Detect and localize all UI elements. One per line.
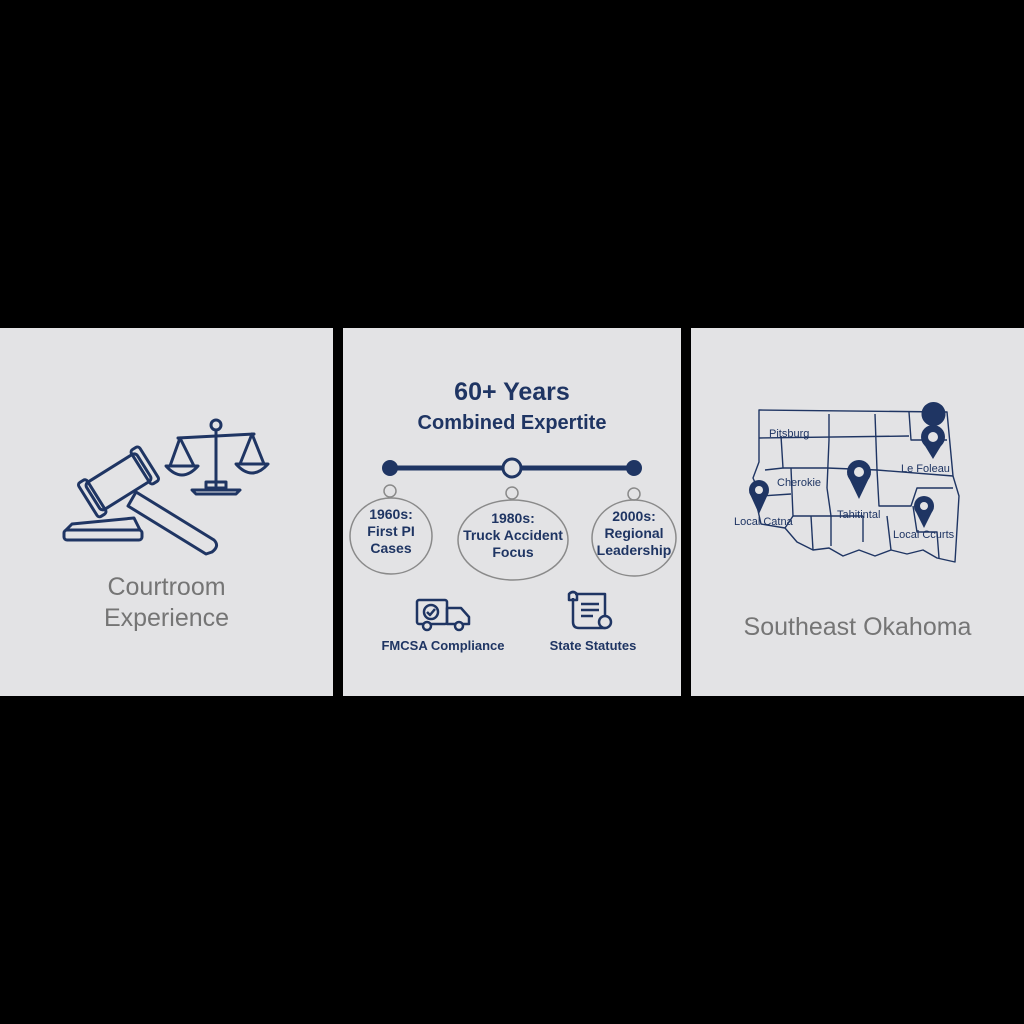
- timeline-dot-end: [626, 460, 642, 476]
- truck-check-icon: [415, 598, 471, 632]
- region-caption: Southeast Okahoma: [743, 613, 972, 641]
- milestone-1980s: 1980s: Truck Accident Focus: [453, 510, 573, 561]
- milestone-1960s: 1960s: First PI Cases: [343, 506, 441, 557]
- location-pin-icon: [847, 460, 871, 499]
- gavel-scales-illustration: [62, 418, 270, 556]
- map-label-local-ccurts: Local Ccurts: [893, 529, 955, 541]
- map-label-pitsburg: Pitsburg: [769, 428, 810, 440]
- milestone-1-line1: 1960s:: [369, 506, 413, 522]
- location-pin-icons: [749, 402, 946, 528]
- milestone-3-line1: 2000s:: [612, 508, 656, 524]
- location-pin-icon: [921, 402, 946, 459]
- expertise-title: 60+ Years: [454, 378, 570, 406]
- milestone-pin-3: [627, 487, 641, 501]
- milestone-pin-1: [383, 484, 397, 498]
- map-label-local-catna: Local Catna: [734, 516, 793, 528]
- map-label-cherokie: Cherokie: [777, 477, 822, 489]
- milestone-3-line2: Regional: [604, 525, 664, 541]
- location-pin-icon: [749, 480, 769, 514]
- map-label-tahitintal: Tahitintal: [837, 509, 881, 521]
- courtroom-caption: Courtroom Experience: [0, 572, 333, 634]
- milestone-1-line3: Cases: [370, 540, 412, 556]
- timeline-graphic: [349, 457, 677, 632]
- milestone-2000s: 2000s: Regional Leadership: [584, 508, 681, 559]
- milestone-2-line1: 1980s:: [491, 510, 535, 526]
- state-statutes-label: State Statutes: [549, 638, 637, 653]
- location-pin-icon: [914, 496, 934, 528]
- milestone-bubble-1: [349, 497, 433, 575]
- milestone-2-line3: Focus: [492, 544, 534, 560]
- caption-line-1: Courtroom: [107, 573, 226, 601]
- milestone-bubble-2: [457, 499, 569, 581]
- courtroom-panel: Courtroom Experience: [0, 328, 333, 696]
- timeline-dot-middle: [501, 457, 523, 479]
- milestone-1-line2: First PI: [367, 523, 415, 539]
- expertise-subtitle: Combined Expertite: [417, 412, 607, 434]
- milestone-3-line3: Leadership: [596, 542, 672, 558]
- oklahoma-county-map: [749, 402, 960, 563]
- milestone-bubble-3: [591, 499, 677, 577]
- milestone-2-line2: Truck Accident: [463, 527, 563, 543]
- map-label-le-foleau: Le Foleau: [901, 463, 950, 475]
- region-panel: Pitsburg Cherokie Le Foleau Local Catna …: [691, 328, 1024, 696]
- scales-of-justice-icon: [164, 418, 270, 496]
- fmcsa-compliance-label: FMCSA Compliance: [381, 638, 505, 653]
- gavel-icon: [62, 445, 219, 556]
- timeline-dot-start: [382, 460, 398, 476]
- document-scroll-icon: [567, 590, 613, 630]
- expertise-panel: 60+ Years Combined Expertite: [343, 328, 681, 696]
- caption-line-2: Experience: [103, 604, 230, 632]
- milestone-pin-2: [505, 486, 519, 500]
